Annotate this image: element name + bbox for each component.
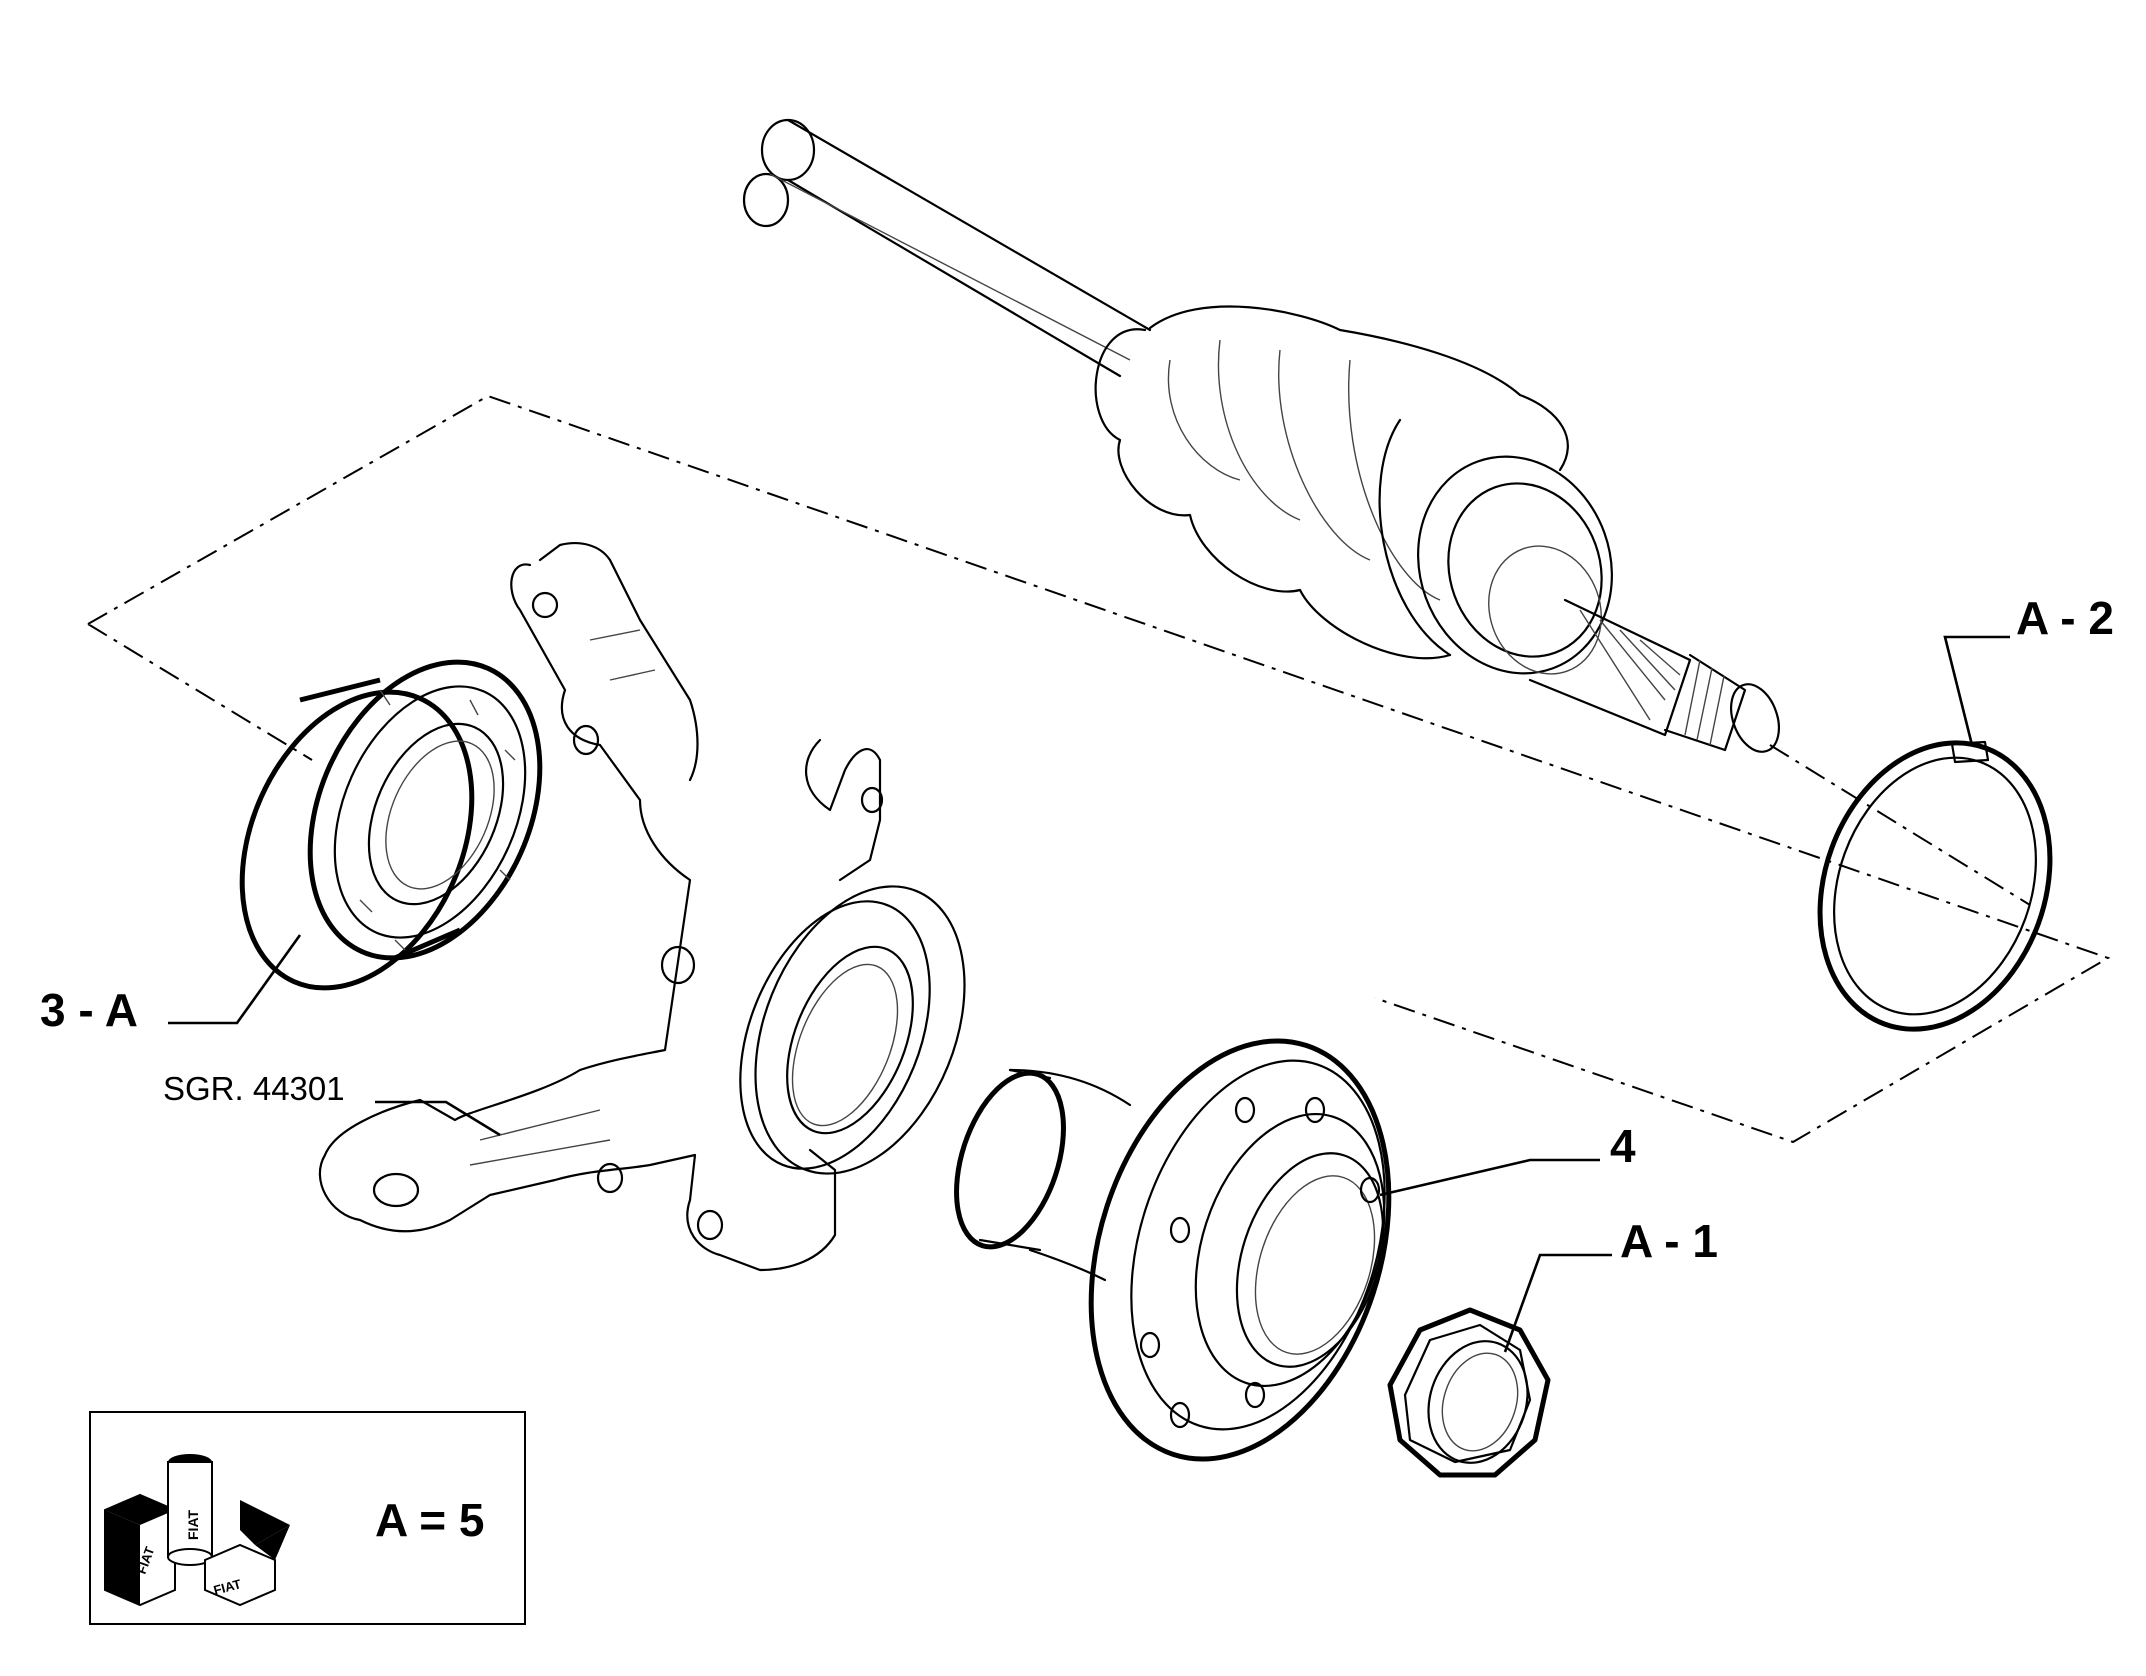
leader-circlip [1943, 635, 2010, 746]
wheel-hub [954, 1038, 1392, 1462]
leader-nut [1503, 1253, 1612, 1353]
assembly-group-outline [87, 394, 2111, 1144]
callout-circlip: A - 2 [2016, 592, 2114, 644]
leader-hub [1379, 1158, 1600, 1197]
hub-nut [1387, 1307, 1551, 1478]
callout-nut: A - 1 [1620, 1215, 1718, 1267]
legend-text: A = 5 [375, 1494, 485, 1546]
drive-shaft [742, 118, 1780, 753]
legend-box: FIAT FIAT FIAT A = 5 [89, 1411, 526, 1625]
can-label: FIAT [185, 1509, 201, 1540]
circlip [1817, 740, 2053, 1032]
callout-hub: 4 [1610, 1120, 1636, 1172]
fiat-lubricant-kit-icon: FIAT FIAT FIAT [104, 1454, 290, 1607]
callout-tool: SGR. 44301 [163, 1070, 345, 1107]
wheel-bearing [239, 659, 543, 991]
axis-centerline [1769, 744, 2031, 906]
steering-knuckle [318, 542, 966, 1272]
box-label-2: FIAT [212, 1576, 243, 1598]
leader-tool [375, 1100, 501, 1137]
callout-bearing: 3 - A [40, 984, 138, 1036]
leader-bearing [168, 934, 302, 1025]
